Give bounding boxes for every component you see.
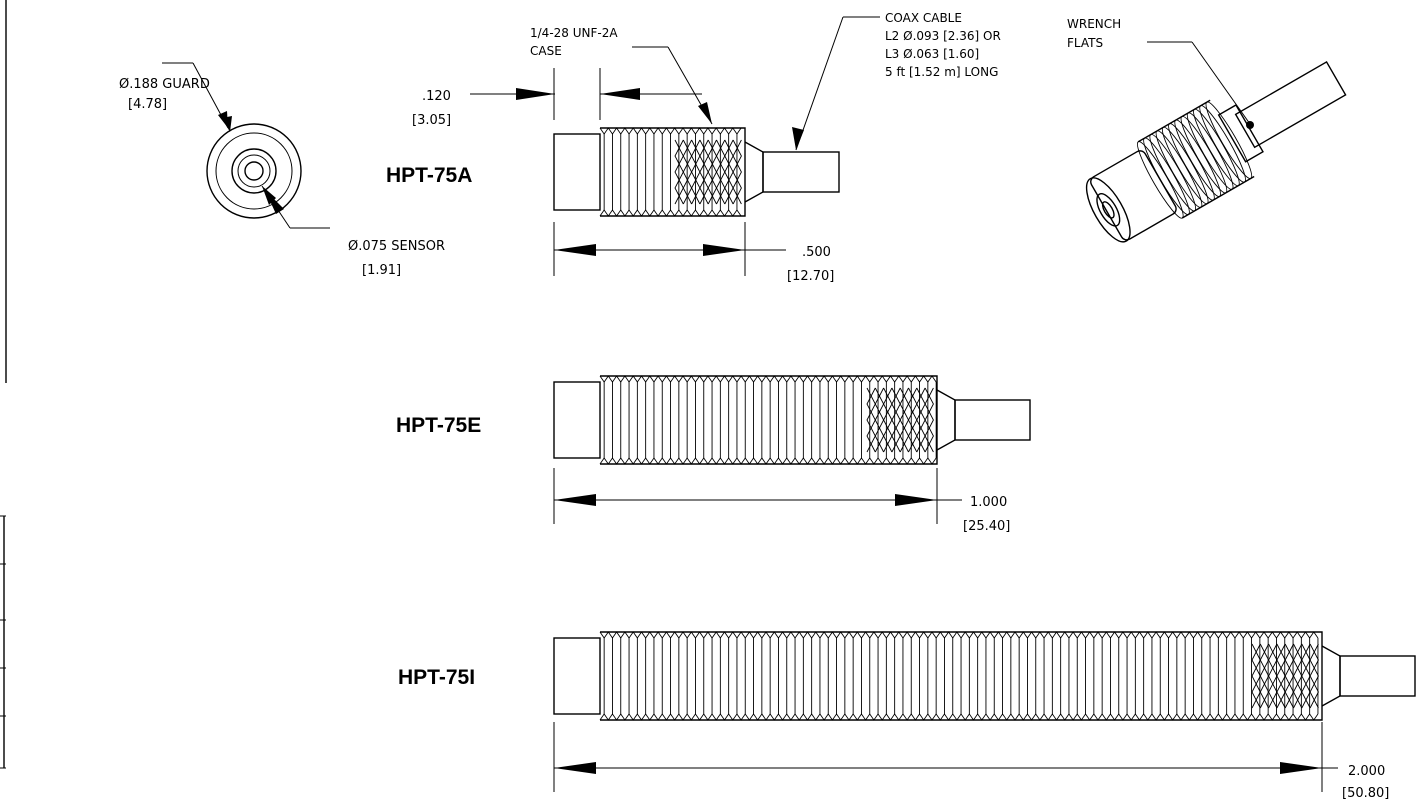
coax-cable-label: COAX CABLE bbox=[885, 11, 962, 25]
sensor-diameter-metric: [1.91] bbox=[362, 263, 401, 278]
page-border-marks bbox=[0, 0, 7, 769]
model-label-hpt-75e: HPT-75E bbox=[396, 414, 481, 437]
case-gap-metric: [3.05] bbox=[412, 113, 451, 128]
probe-hpt-75a-side-view bbox=[553, 127, 840, 217]
sensor-diameter-label: Ø.075 SENSOR bbox=[348, 239, 445, 254]
thread-case-label: CASE bbox=[530, 44, 562, 58]
sensor-leader bbox=[261, 185, 330, 229]
thread-spec-label: 1/4-28 UNF-2A bbox=[530, 26, 618, 40]
length-metric-hpt-75a: [12.70] bbox=[787, 269, 834, 284]
length-value-hpt-75i: 2.000 bbox=[1348, 764, 1385, 779]
coax-l2-label: L2 Ø.093 [2.36] OR bbox=[885, 29, 1001, 43]
wrench-flats-label-line1: WRENCH bbox=[1067, 17, 1121, 31]
model-label-hpt-75i: HPT-75I bbox=[398, 666, 475, 689]
model-label-hpt-75a: HPT-75A bbox=[386, 164, 472, 187]
coax-leader bbox=[792, 16, 880, 151]
length-value-hpt-75a: .500 bbox=[802, 245, 831, 260]
probe-hpt-75i-side-view bbox=[553, 631, 1416, 721]
length-metric-hpt-75i: [50.80] bbox=[1342, 786, 1389, 801]
length-dimension-hpt-75i bbox=[553, 722, 1338, 792]
thread-leader bbox=[632, 46, 713, 125]
probe-isometric-view bbox=[1085, 60, 1347, 243]
guard-leader bbox=[162, 62, 232, 132]
length-dimension-hpt-75a bbox=[553, 222, 786, 276]
length-dimension-hpt-75e bbox=[553, 468, 962, 524]
coax-l3-label: L3 Ø.063 [1.60] bbox=[885, 47, 979, 61]
length-value-hpt-75e: 1.000 bbox=[970, 495, 1007, 510]
sensor-front-view bbox=[206, 123, 302, 219]
length-metric-hpt-75e: [25.40] bbox=[963, 519, 1010, 534]
coax-length-label: 5 ft [1.52 m] LONG bbox=[885, 65, 998, 79]
wrench-flats-leader bbox=[1147, 41, 1254, 129]
probe-hpt-75e-side-view bbox=[553, 375, 1031, 465]
wrench-flats-label-line2: FLATS bbox=[1067, 36, 1103, 50]
case-gap-value: .120 bbox=[422, 89, 451, 104]
case-gap-dimension bbox=[470, 68, 702, 120]
guard-diameter-label: Ø.188 GUARD bbox=[119, 77, 210, 92]
guard-diameter-metric: [4.78] bbox=[128, 97, 167, 112]
